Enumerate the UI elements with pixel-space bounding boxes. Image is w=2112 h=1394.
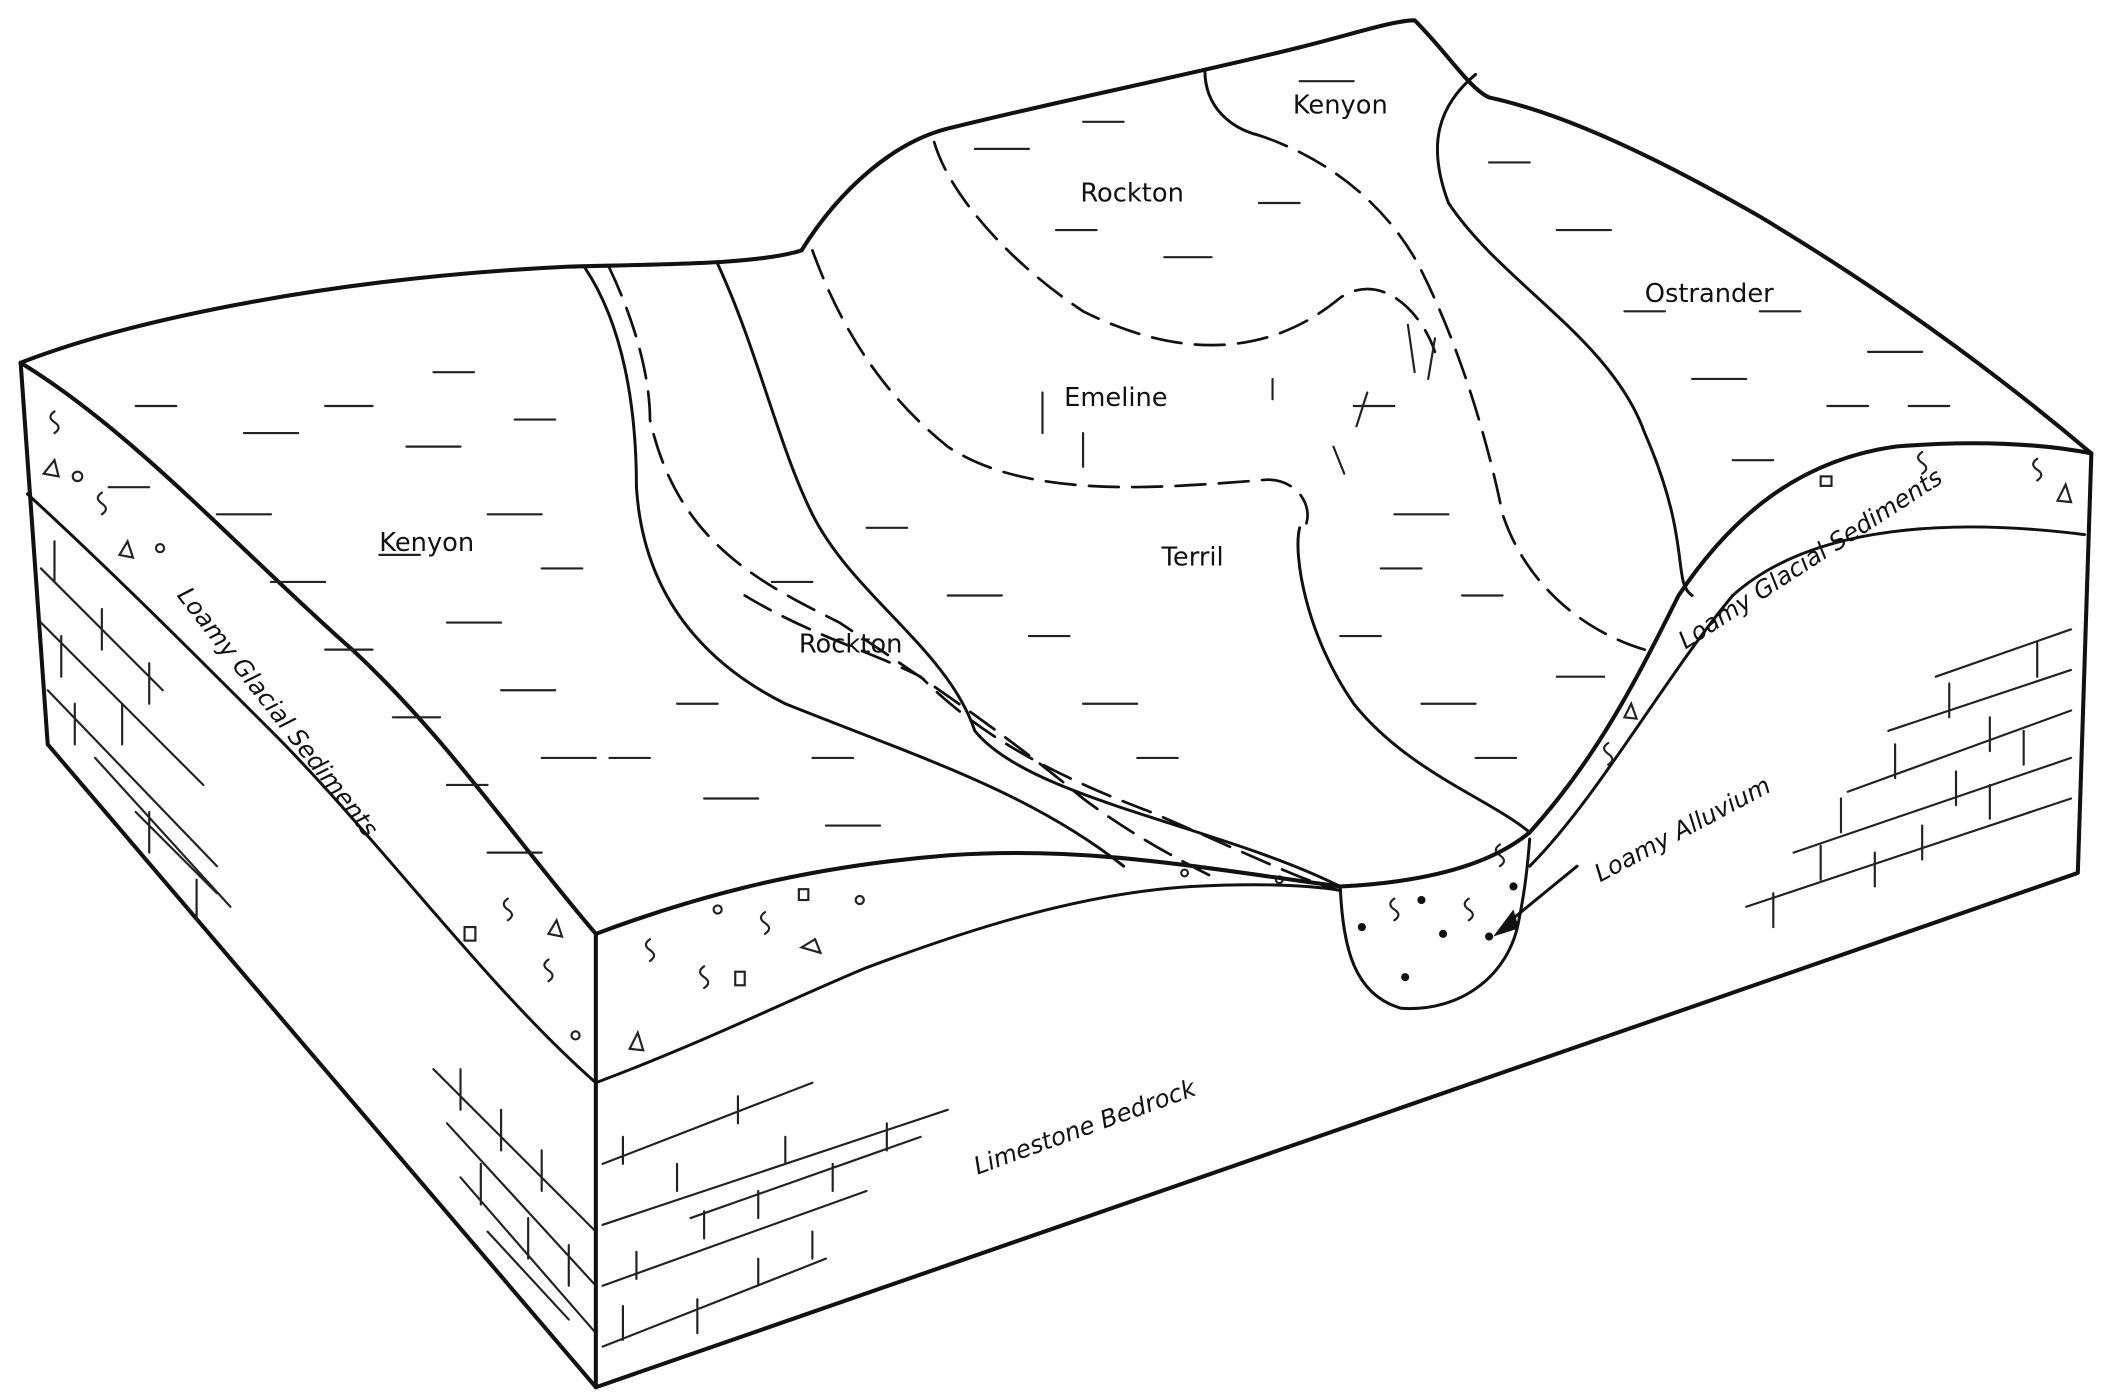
left-bedrock-hatching [39,540,597,1335]
label-terril: Terril [1161,543,1224,573]
surface-texture-strokes [107,80,1951,854]
front-bedrock-hatching [601,628,2073,1348]
left-sediment-symbols [41,410,581,1041]
alluvium-dots [1357,882,1518,982]
soil-labels: Kenyon Kenyon Rockton Rockton Emeline Te… [379,91,1774,660]
left-face [18,360,598,1390]
label-kenyon-top: Kenyon [1293,91,1388,121]
label-ostrander: Ostrander [1645,279,1774,309]
label-kenyon-left: Kenyon [379,528,474,558]
label-rockton-lower: Rockton [799,629,903,659]
alluvium-outline [1338,837,1532,1011]
label-alluvium: Loamy Alluvium [1589,770,1775,887]
front-sediment-symbols [628,450,2073,1052]
label-bedrock: Limestone Bedrock [970,1073,1201,1181]
label-glacial-right: Loamy Glacial Sediments [1673,462,1948,655]
label-emeline: Emeline [1064,383,1167,413]
alluvium-arrow-head [1493,909,1519,937]
front-face [593,450,2094,1390]
label-rockton-top: Rockton [1080,179,1184,209]
label-glacial-left: Loamy Glacial Sediments [172,581,385,842]
top-surface [18,18,2094,936]
